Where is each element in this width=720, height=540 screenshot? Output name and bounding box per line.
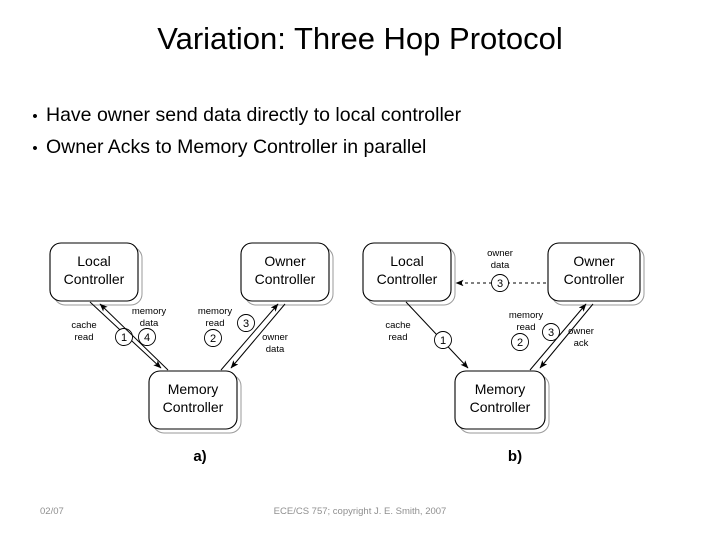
edge-label-line1: owner [568,326,594,337]
node-label-line1: Owner [264,253,306,269]
panel-b-caption: b) [507,448,523,465]
list-item-label: Have owner send data directly to local c… [46,104,462,126]
footer-date: 02/07 [40,506,64,517]
edge-memory-data: memory data 4 [99,303,169,371]
edge-label-line2: data [140,318,159,329]
edge-label-line1: cache [71,320,96,331]
edge-line [230,303,286,369]
edge-label-line2: read [205,318,224,329]
node-label-line2: Controller [64,271,125,287]
step-number-badge [237,314,255,332]
bullet-list: • Have owner send data directly to local… [24,100,684,164]
edge-label-line2: data [491,260,510,271]
node-local-controller: Local Controller [49,242,143,306]
edge-cache-read: cache read 1 [385,301,469,369]
step-number-label: 2 [210,333,216,345]
step-number-label: 4 [144,332,150,344]
node-label-line2: Controller [163,399,224,415]
node-box [240,242,330,302]
list-item: • Have owner send data directly to local… [24,100,684,132]
node-label-line2: Controller [470,399,531,415]
node-box [148,370,238,430]
edge-label-line2: ack [574,338,589,349]
edge-label-line2: read [74,332,93,343]
node-local-controller: Local Controller [362,242,456,306]
panel-b-svg: Local Controller Owner Controller Memory… [362,242,645,434]
step-number-badge [434,331,452,349]
edge-owner-data: owner data 3 [455,248,546,292]
edge-label-line1: memory [198,306,233,317]
panel-a-svg: Local Controller Owner Controller Memory… [49,242,334,434]
page-title: Variation: Three Hop Protocol [157,21,563,56]
step-number-label: 3 [497,278,503,290]
step-number-badge [204,329,222,347]
edge-label-line2: read [388,332,407,343]
step-number-label: 3 [243,318,249,330]
step-number-label: 1 [440,335,446,347]
diagram-panel-b: Local Controller Owner Controller Memory… [350,222,680,480]
edge-memory-read: memory read 2 [509,303,587,371]
node-label-line1: Memory [475,381,526,397]
edge-label-line1: owner [262,332,288,343]
footer-credit: ECE/CS 757; copyright J. E. Smith, 2007 [273,506,447,517]
edge-label-line2: data [266,344,285,355]
node-label-line1: Local [390,253,423,269]
diagram-panel-a: Local Controller Owner Controller Memory… [35,222,365,480]
slide-footer: 02/07 ECE/CS 757; copyright J. E. Smith,… [0,505,720,525]
edge-label-line1: memory [132,306,167,317]
bullet-marker-icon: • [32,108,38,125]
node-label-line2: Controller [255,271,316,287]
step-number-label: 3 [548,327,554,339]
edge-owner-ack: owner ack 3 [539,303,594,369]
step-number-badge [138,328,156,346]
node-box [547,242,641,302]
node-memory-controller: Memory Controller [454,370,550,434]
edge-line [539,303,594,369]
edge-owner-data: owner data 3 [230,303,288,369]
bullet-marker-icon: • [32,140,38,157]
node-label-line1: Memory [168,381,219,397]
edge-cache-read: cache read 1 [71,301,162,369]
step-number-badge [115,328,133,346]
edge-line [99,303,169,371]
node-label-line2: Controller [377,271,438,287]
node-owner-controller: Owner Controller [547,242,645,306]
node-label-line1: Local [77,253,110,269]
list-item-label: Owner Acks to Memory Controller in paral… [46,136,427,158]
step-number-badge [511,333,529,351]
step-number-label: 2 [517,337,523,349]
step-number-badge [542,323,560,341]
edge-label-line1: owner [487,248,513,259]
node-box [49,242,139,302]
node-memory-controller: Memory Controller [148,370,242,434]
node-owner-controller: Owner Controller [240,242,334,306]
edge-line [220,303,279,371]
step-number-label: 1 [121,332,127,344]
node-label-line2: Controller [564,271,625,287]
node-label-line1: Owner [573,253,615,269]
panel-a-caption: a) [193,448,207,465]
step-number-badge [491,274,509,292]
edge-label-line2: read [516,322,535,333]
edge-label-line1: cache [385,320,410,331]
edge-memory-read: memory read 2 [198,303,279,371]
list-item: • Owner Acks to Memory Controller in par… [24,132,684,164]
protocol-diagram-area: Local Controller Owner Controller Memory… [0,222,720,480]
node-box [362,242,452,302]
edge-label-line1: memory [509,310,544,321]
node-box [454,370,546,430]
